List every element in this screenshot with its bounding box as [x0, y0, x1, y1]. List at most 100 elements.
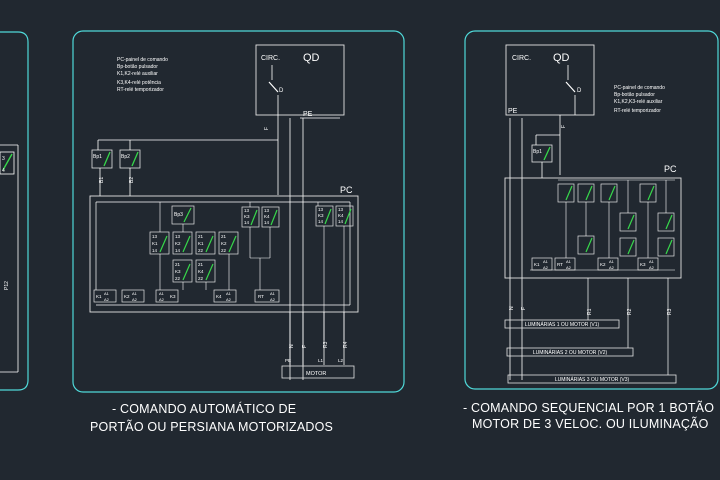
- button-label: Bp1: [93, 154, 102, 160]
- wire-label: R2: [627, 308, 633, 315]
- contact: 13 K2 14: [172, 231, 193, 255]
- note: RT-relé temporizador: [117, 87, 164, 93]
- qd-circ-label: CIRC.: [261, 55, 280, 62]
- contact-num: 14: [152, 248, 158, 253]
- contact-label: K3: [175, 269, 181, 274]
- button-label: Bp2: [121, 154, 130, 160]
- lamp-bar: [507, 374, 677, 384]
- motor-label: MOTOR: [306, 371, 326, 377]
- terminal-label: L2: [338, 358, 344, 363]
- caption-b-line2: MOTOR DE 3 VELOC. OU ILUMINAÇÃO: [472, 417, 709, 431]
- coil-label: K4: [216, 294, 222, 299]
- coil-label: K2: [600, 262, 606, 267]
- bottom-label: R3: [323, 341, 329, 348]
- breaker-label: D: [279, 88, 284, 94]
- contact-label: K4: [198, 269, 204, 274]
- contact-label: K1: [152, 241, 158, 246]
- pe-label: PE: [303, 111, 313, 118]
- breaker-switch: [268, 81, 279, 93]
- note: Bp-botão pulsador: [117, 64, 158, 70]
- qd-panel: [505, 44, 595, 116]
- contact-num: 14: [318, 219, 324, 224]
- coil-num: A2: [132, 297, 138, 302]
- contact: 13 K3 14: [241, 206, 260, 228]
- pc-panel: [89, 195, 359, 313]
- left-fragment-label: P12: [4, 281, 10, 290]
- lamp-bar-label: LUMINÁRIAS 1 OU MOTOR (V1): [525, 321, 600, 328]
- left-fragment: 3 4 P12: [0, 31, 29, 391]
- note: PC-painel de comando: [614, 85, 665, 91]
- coil-num: A2: [543, 265, 549, 270]
- contact-num: 13: [175, 234, 181, 239]
- contact-grid: [557, 183, 675, 257]
- coil: K3 A1 A2: [637, 257, 659, 271]
- coil: K1 A1 A2: [93, 289, 117, 303]
- contact-label: K2: [175, 241, 181, 246]
- contact-num: 14: [175, 248, 181, 253]
- contact-num: 22: [198, 248, 204, 253]
- note: K1,K2-relé auxiliar: [117, 71, 158, 77]
- f-label: F: [264, 127, 270, 130]
- contact-num: 22: [198, 276, 204, 281]
- diagram-sequencial: CIRC. QD D PE PC-painel de comando Bp-bo…: [464, 30, 719, 390]
- contact-num: 13: [318, 207, 324, 212]
- contact-label: K2: [221, 241, 227, 246]
- coil: RT A1 A2: [554, 257, 576, 271]
- note: K1,K2,K3-relé auxiliar: [614, 99, 663, 105]
- lamp-bar: [504, 319, 620, 329]
- legend-notes: PC-painel de comando Bp-botão pulsador K…: [614, 85, 665, 114]
- contact-label: K4: [264, 214, 270, 219]
- coil-num: A1: [609, 259, 615, 264]
- f-label: F: [561, 125, 567, 128]
- coil-num: A1: [270, 291, 276, 296]
- note: Bp-botão pulsador: [614, 92, 655, 98]
- coil: K2 A1 A2: [121, 289, 145, 303]
- contact: 21 K3 22: [172, 259, 193, 283]
- button-label: Bp1: [533, 149, 542, 155]
- contact-num: 13: [152, 234, 158, 239]
- bottom-label: F: [302, 345, 308, 348]
- coil-num: A1: [132, 291, 138, 296]
- wire-label: B2: [129, 177, 135, 183]
- terminal-label: PE: [285, 358, 291, 363]
- caption-a-line1: - COMANDO AUTOMÁTICO DE: [112, 402, 297, 416]
- pc-label: PC: [340, 185, 353, 195]
- left-fragment-frame: [0, 31, 29, 391]
- contact-label: K4: [338, 213, 344, 218]
- coil-num: A2: [226, 297, 232, 302]
- note: K3,K4-relé potência: [117, 80, 161, 86]
- bottom-label: R4: [343, 341, 349, 348]
- left-fragment-label: 4: [2, 168, 5, 174]
- contact: 13 K3 14: [315, 205, 334, 227]
- contact-num: 21: [198, 262, 204, 267]
- coil-num: A2: [159, 297, 165, 302]
- coil: K1 A1 A2: [531, 257, 553, 271]
- contact-num: 14: [338, 219, 344, 224]
- contact-num: 14: [244, 220, 250, 225]
- coil-num: A2: [104, 297, 110, 302]
- contact-label: K3: [318, 213, 324, 218]
- coil: K3 A1 A2: [155, 289, 179, 303]
- contact-num: 13: [264, 208, 270, 213]
- contact: 13 K1 14: [149, 231, 170, 255]
- coil-num: A2: [649, 265, 655, 270]
- bottom-label: N: [289, 344, 295, 348]
- coil-label: RT: [557, 262, 563, 267]
- coil-label: K3: [170, 294, 176, 299]
- pe-label: PE: [508, 108, 518, 115]
- qd-label: QD: [553, 52, 570, 64]
- pc-panel: [504, 177, 682, 279]
- contact-label: K1: [198, 241, 204, 246]
- contact: Bp3: [171, 205, 195, 225]
- contact: 13 K4 14: [335, 205, 354, 227]
- motor-box: [281, 365, 355, 379]
- wire-label: R3: [667, 308, 673, 315]
- breaker-switch: [565, 81, 576, 93]
- contact-num: 14: [264, 220, 270, 225]
- coil-num: A2: [566, 265, 572, 270]
- coil-num: A2: [270, 297, 276, 302]
- note: PC-painel de comando: [117, 57, 168, 63]
- diagram-b-frame: [464, 30, 719, 390]
- contact-label: K3: [244, 214, 250, 219]
